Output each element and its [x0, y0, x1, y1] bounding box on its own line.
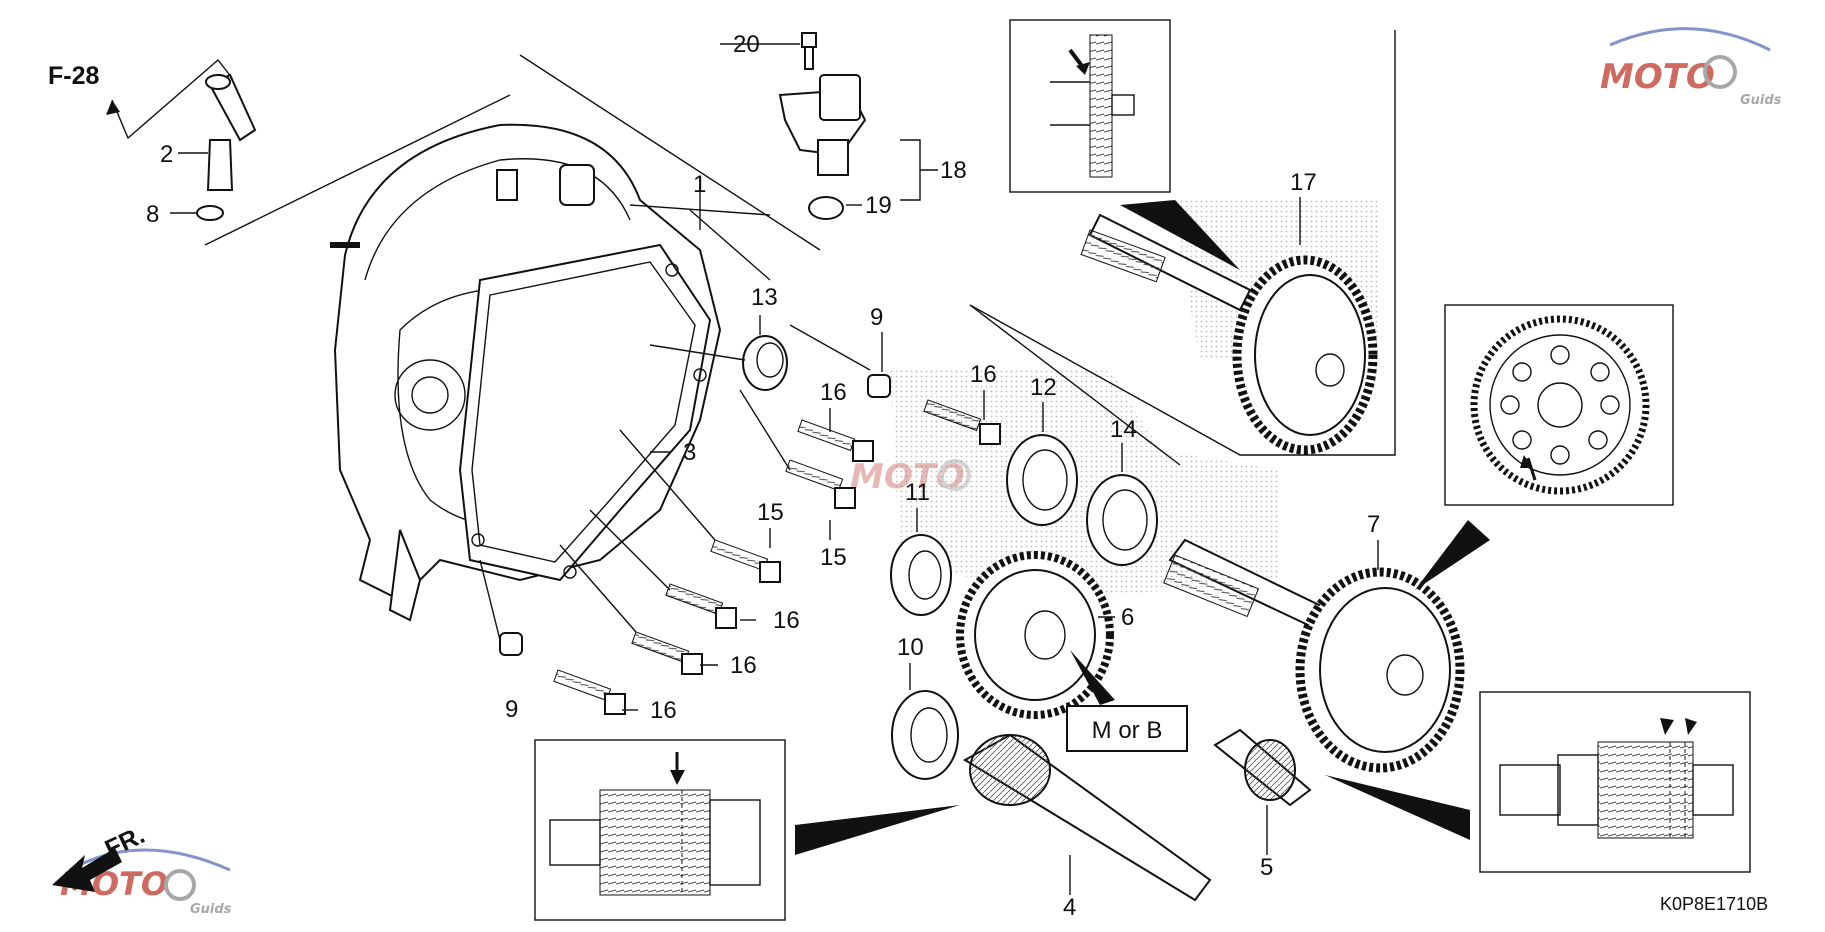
bearing-12-part	[1006, 434, 1078, 526]
callout-15-b: 15	[820, 544, 847, 571]
pointer-5	[1325, 775, 1470, 840]
countershaft-5-part	[1213, 728, 1312, 807]
callout-10: 10	[897, 634, 924, 661]
callout-13: 13	[751, 284, 778, 311]
detail-box-17	[1009, 19, 1171, 193]
callout-9-bottom: 9	[505, 696, 518, 723]
callout-2: 2	[160, 141, 173, 168]
oil-seal-13-part	[742, 335, 788, 391]
callout-4: 4	[1063, 894, 1076, 921]
ref-arrow-icon	[106, 58, 233, 140]
callout-16-e: 16	[650, 697, 677, 724]
callout-6: 6	[1121, 604, 1134, 631]
oil-seal-14-part	[1086, 474, 1158, 566]
drive-shaft-7-part	[1163, 538, 1465, 773]
callout-14: 14	[1110, 416, 1137, 443]
dowel-pin-top-part	[867, 374, 891, 398]
ref-section-label: F-28	[48, 62, 100, 90]
speed-sensor-part	[778, 74, 867, 176]
bracket-18	[900, 139, 921, 201]
final-shaft-4-part	[963, 733, 1212, 902]
detail-box-4	[534, 739, 786, 921]
callout-19: 19	[865, 192, 892, 219]
gear-6-part	[956, 551, 1114, 719]
pointer-4	[795, 805, 960, 855]
callout-11: 11	[905, 479, 930, 506]
leader-2-8	[204, 94, 511, 246]
callout-12: 12	[1030, 374, 1057, 401]
diagram-code: K0P8E1710B	[1660, 894, 1768, 914]
leader-lines	[479, 54, 1181, 641]
watermark-sub-bottom: Guids	[190, 902, 232, 917]
callout-5: 5	[1260, 854, 1273, 881]
detail-box-5	[1479, 691, 1751, 873]
callout-16-d: 16	[730, 652, 757, 679]
detail-box-7	[1444, 304, 1674, 506]
sensor-bolt-part	[801, 32, 817, 70]
callout-7: 7	[1367, 511, 1380, 538]
callout-8: 8	[146, 201, 159, 228]
flange-bolt-parts	[553, 399, 1001, 715]
callout-17: 17	[1290, 169, 1317, 196]
pointer-7	[1415, 520, 1490, 590]
pointer-17	[1120, 200, 1240, 270]
callout-1: 1	[693, 171, 706, 198]
clip-part	[170, 205, 224, 221]
bearing-10-part	[891, 690, 959, 780]
watermark-brand-top: MOTO	[1600, 57, 1715, 97]
dowel-pin-bottom-part	[499, 632, 523, 656]
callout-16-b: 16	[970, 361, 997, 388]
callout-3: 3	[683, 439, 696, 466]
frame-line-17	[969, 30, 1396, 456]
bearing-11-part	[890, 534, 952, 616]
mark-note-box: M or B	[1066, 650, 1188, 752]
callout-9-top: 9	[870, 304, 883, 331]
breather-tube-part	[205, 73, 257, 191]
drive-shaft-17-part	[1080, 213, 1378, 455]
callout-16-a: 16	[820, 379, 847, 406]
watermark-sub-top: Guids	[1740, 93, 1782, 108]
callout-15-a: 15	[757, 499, 784, 526]
callout-leaders	[178, 43, 1379, 895]
callout-16-c: 16	[773, 607, 800, 634]
watermark-logo-top: MOTO Guids	[1600, 27, 1782, 108]
mark-note-label: M or B	[1092, 717, 1163, 744]
o-ring-part	[808, 196, 844, 220]
callout-labels: 2 8 1 13 9 3 16 16 15 15 16 16 16 9 20 1…	[146, 31, 1380, 921]
callout-18: 18	[940, 157, 967, 184]
gasket-part	[458, 243, 712, 582]
